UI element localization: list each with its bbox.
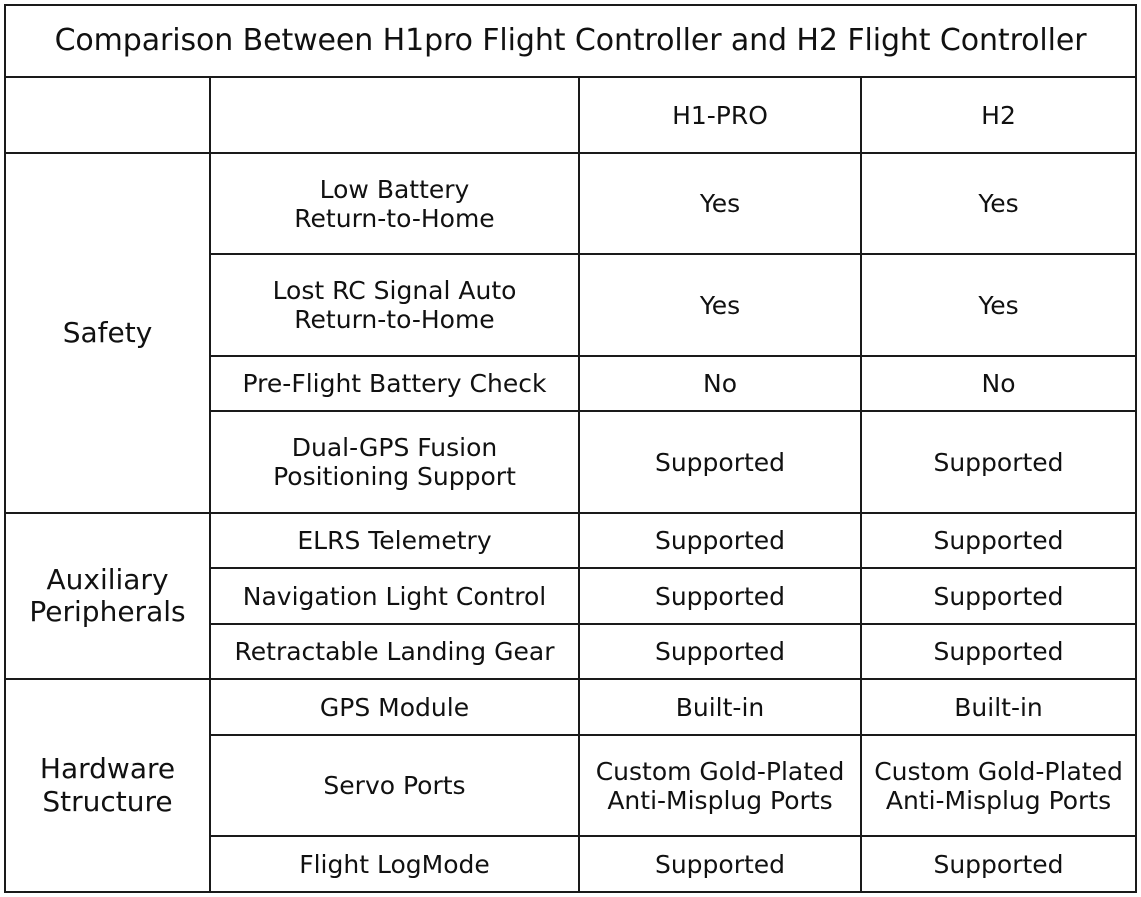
value-h2: Yes <box>859 151 1138 256</box>
value-h2: No <box>859 354 1138 413</box>
value-h2: Built-in <box>859 678 1138 736</box>
feature-label: Retractable Landing Gear <box>209 622 580 681</box>
value-h1pro: Yes <box>578 151 862 256</box>
feature-label: Navigation Light Control <box>209 567 580 625</box>
value-h2: Yes <box>859 253 1138 357</box>
group-label-auxiliary-peripherals: Auxiliary Peripherals <box>4 511 211 681</box>
feature-label: GPS Module <box>209 678 580 736</box>
table-header-row: H1-PRO H2 <box>4 76 1138 154</box>
feature-label: Low Battery Return-to-Home <box>209 151 580 256</box>
feature-label: Pre-Flight Battery Check <box>209 354 580 413</box>
feature-label: Dual-GPS Fusion Positioning Support <box>209 410 580 514</box>
comparison-table: Comparison Between H1pro Flight Controll… <box>3 4 1138 893</box>
value-h1pro: Supported <box>578 622 862 681</box>
value-h1pro: Supported <box>578 835 862 893</box>
table-row: Navigation Light Control Supported Suppo… <box>5 567 1138 625</box>
table-title-row: Comparison Between H1pro Flight Controll… <box>3 4 1138 78</box>
feature-label: Servo Ports <box>209 733 580 838</box>
group-column-header <box>4 76 211 154</box>
h2-column-header: H2 <box>859 76 1138 154</box>
feature-label: Flight LogMode <box>209 835 580 893</box>
value-h1pro: Custom Gold-Plated Anti-Misplug Ports <box>578 733 862 838</box>
table-row: Dual-GPS Fusion Positioning Support Supp… <box>5 410 1138 514</box>
feature-column-header <box>209 76 580 154</box>
table-row: Auxiliary Peripherals ELRS Telemetry Sup… <box>4 511 1138 681</box>
table-row: Flight LogMode Supported Supported <box>5 835 1138 893</box>
table-row: Hardware Structure GPS Module Built-in B… <box>4 678 1138 893</box>
value-h1pro: Yes <box>578 253 862 357</box>
page-title: Comparison Between H1pro Flight Controll… <box>3 4 1138 78</box>
value-h2: Supported <box>859 410 1138 514</box>
h1pro-column-header: H1-PRO <box>578 76 862 154</box>
value-h2: Custom Gold-Plated Anti-Misplug Ports <box>859 733 1138 838</box>
table-row: Servo Ports Custom Gold-Plated Anti-Misp… <box>5 733 1138 838</box>
value-h1pro: Supported <box>578 410 862 514</box>
value-h2: Supported <box>859 511 1138 570</box>
group-label-hardware-structure: Hardware Structure <box>4 678 211 893</box>
value-h2: Supported <box>859 835 1138 893</box>
value-h1pro: No <box>578 354 862 413</box>
feature-label: ELRS Telemetry <box>209 511 580 570</box>
group-label-safety: Safety <box>4 152 211 514</box>
value-h2: Supported <box>859 567 1138 625</box>
value-h1pro: Supported <box>578 567 862 625</box>
table-row: Safety Low Battery Return-to-Home Yes Ye… <box>4 151 1138 514</box>
table-row: Lost RC Signal Auto Return-to-Home Yes Y… <box>5 253 1138 357</box>
table-row: Retractable Landing Gear Supported Suppo… <box>5 622 1138 681</box>
table-row: Pre-Flight Battery Check No No <box>5 354 1138 413</box>
value-h1pro: Built-in <box>578 678 862 736</box>
value-h1pro: Supported <box>578 511 862 570</box>
feature-label: Lost RC Signal Auto Return-to-Home <box>209 253 580 357</box>
value-h2: Supported <box>859 622 1138 681</box>
